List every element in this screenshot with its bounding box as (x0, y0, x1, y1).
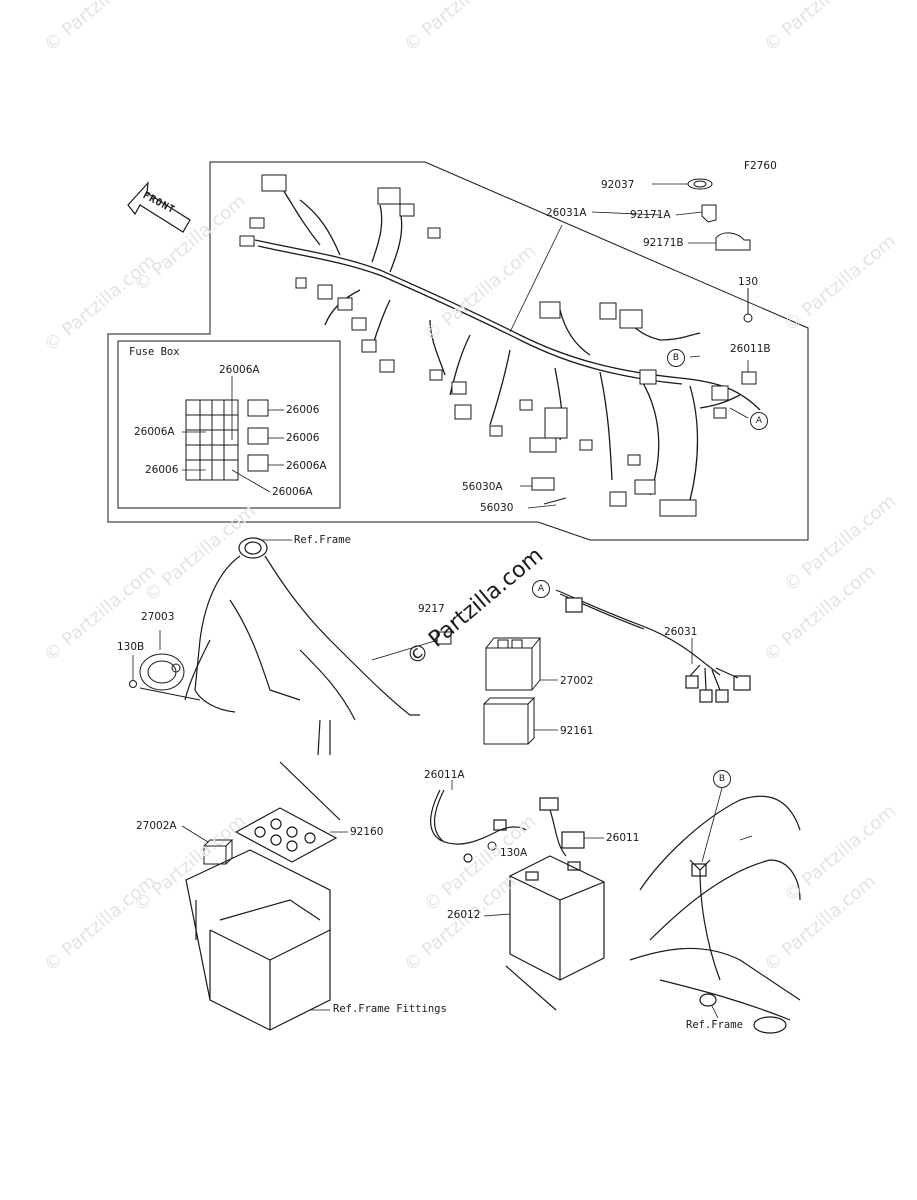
fuse-block (185, 399, 269, 481)
ref-frame-fittings-label: Ref.Frame Fittings (333, 1003, 447, 1015)
frame-section-right (629, 795, 801, 1034)
sub-harness-26031 (555, 589, 751, 703)
callout-b: B (667, 349, 685, 367)
callout-a: A (532, 580, 550, 598)
wiring-harness-26031A (254, 184, 761, 501)
part-label-26006[interactable]: 26006 (145, 464, 179, 476)
part-label-92037[interactable]: 92037 (601, 179, 635, 191)
strap-56030 (543, 497, 567, 505)
part-label-26031A[interactable]: 26031A (546, 207, 587, 219)
fuse-leaders (182, 376, 284, 493)
part-label-26006[interactable]: 26006 (286, 404, 320, 416)
part-label-130A[interactable]: 130A (500, 847, 528, 859)
bolt-130A (487, 841, 497, 851)
part-label-26031[interactable]: 26031 (664, 626, 698, 638)
part-label-92160[interactable]: 92160 (350, 826, 384, 838)
part-label-9217[interactable]: 9217 (418, 603, 445, 615)
callout-a: A (750, 412, 768, 430)
part-label-56030[interactable]: 56030 (480, 502, 514, 514)
part-label-130[interactable]: 130 (738, 276, 759, 288)
part-label-26011[interactable]: 26011 (606, 832, 640, 844)
part-label-26006A[interactable]: 26006A (272, 486, 313, 498)
ecu-27002 (485, 637, 542, 691)
battery-26012 (505, 855, 605, 1011)
part-label-56030A[interactable]: 56030A (462, 481, 503, 493)
leader-9217 (371, 639, 439, 661)
part-label-26006A[interactable]: 26006A (286, 460, 327, 472)
harness-connectors (239, 174, 757, 517)
frame-section (184, 537, 420, 756)
diagram-code: F2760 (744, 160, 777, 172)
callout-b: B (713, 770, 731, 788)
part-label-26006[interactable]: 26006 (286, 432, 320, 444)
connector-9217 (436, 631, 452, 645)
part-label-27003[interactable]: 27003 (141, 611, 175, 623)
ref-frame-label: Ref.Frame (294, 534, 351, 546)
part-label-27002A[interactable]: 27002A (136, 820, 177, 832)
cover-92161 (483, 697, 536, 745)
fuse-box-inset (117, 340, 341, 509)
cable-26011 (539, 797, 585, 857)
part-label-130B[interactable]: 130B (117, 641, 145, 653)
label-56030A-tag (531, 477, 555, 491)
cable-26011A (430, 789, 527, 863)
horn-27003 (139, 653, 201, 701)
clamp-92171B (715, 232, 751, 251)
fuse-box-title: Fuse Box (129, 346, 180, 358)
part-label-92171A[interactable]: 92171A (630, 209, 671, 221)
part-label-26006A[interactable]: 26006A (219, 364, 260, 376)
leader-lines-top (509, 183, 749, 509)
part-label-26006A[interactable]: 26006A (134, 426, 175, 438)
part-label-27002[interactable]: 27002 (560, 675, 594, 687)
part-label-26011A[interactable]: 26011A (424, 769, 465, 781)
part-label-26011B[interactable]: 26011B (730, 343, 771, 355)
part-label-92171B[interactable]: 92171B (643, 237, 684, 249)
battery-tray (185, 761, 341, 1031)
ref-frame-label: Ref.Frame (686, 1019, 743, 1031)
bolt-130 (743, 313, 753, 323)
relay-27002A (203, 839, 234, 865)
part-label-92161[interactable]: 92161 (560, 725, 594, 737)
front-arrow-icon (127, 181, 191, 233)
clip-92037 (687, 178, 713, 190)
clamp-92171A (701, 204, 717, 223)
part-label-26012[interactable]: 26012 (447, 909, 481, 921)
harness-panel-outline (107, 161, 809, 541)
